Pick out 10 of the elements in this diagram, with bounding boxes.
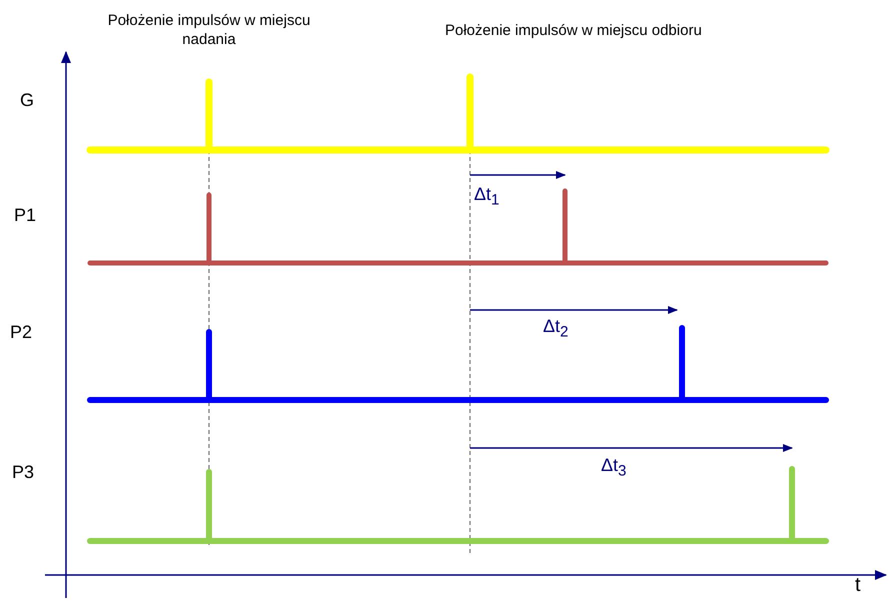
interval-label: Δt$_{3}$ (601, 455, 626, 480)
row-label: G (20, 90, 34, 111)
row-label: P2 (10, 322, 32, 343)
row-label: P1 (14, 205, 36, 226)
interval-label: Δt$_{2}$ (543, 316, 568, 341)
column-heading: Położenie impulsów w miejscu odbioru (445, 22, 702, 39)
column-heading: Położenie impulsów w miejscu nadania (106, 12, 312, 50)
axis-label: t (855, 574, 861, 597)
row-label: P3 (12, 462, 34, 483)
interval-label: Δt$_{1}$ (474, 184, 500, 209)
